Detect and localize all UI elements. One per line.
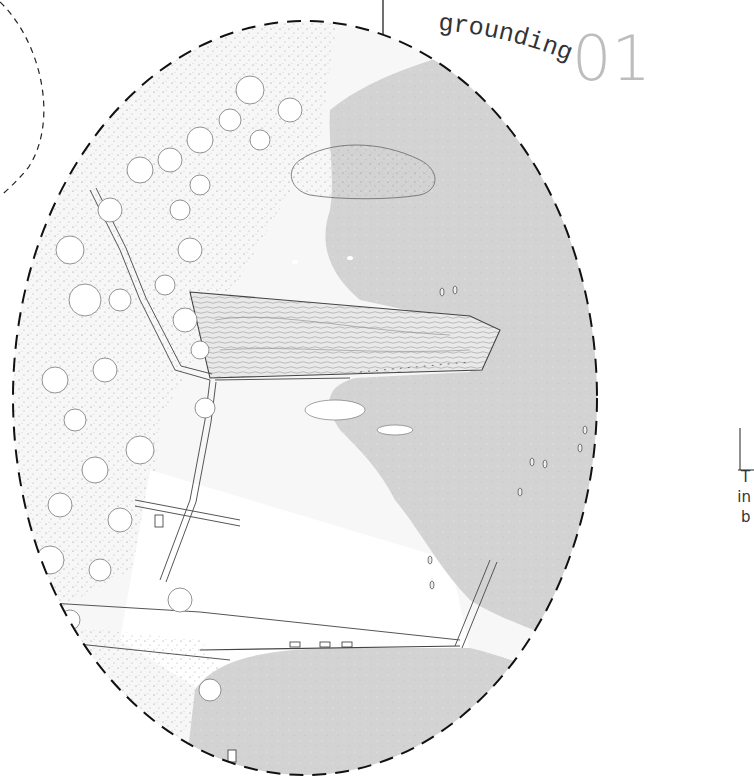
cut-text: in <box>737 490 751 505</box>
water <box>185 648 620 776</box>
neighbour-circle <box>0 2 44 196</box>
cut-text: T <box>741 470 750 485</box>
curved-label: grounding <box>437 9 576 68</box>
island <box>291 145 435 199</box>
callout-line <box>740 428 741 470</box>
trees <box>36 76 302 701</box>
cut-text: b <box>741 510 751 525</box>
section-number: 01 <box>572 28 651 90</box>
landform <box>190 292 500 378</box>
paths <box>0 188 460 660</box>
boats <box>428 286 707 589</box>
frame-circle <box>13 21 597 775</box>
